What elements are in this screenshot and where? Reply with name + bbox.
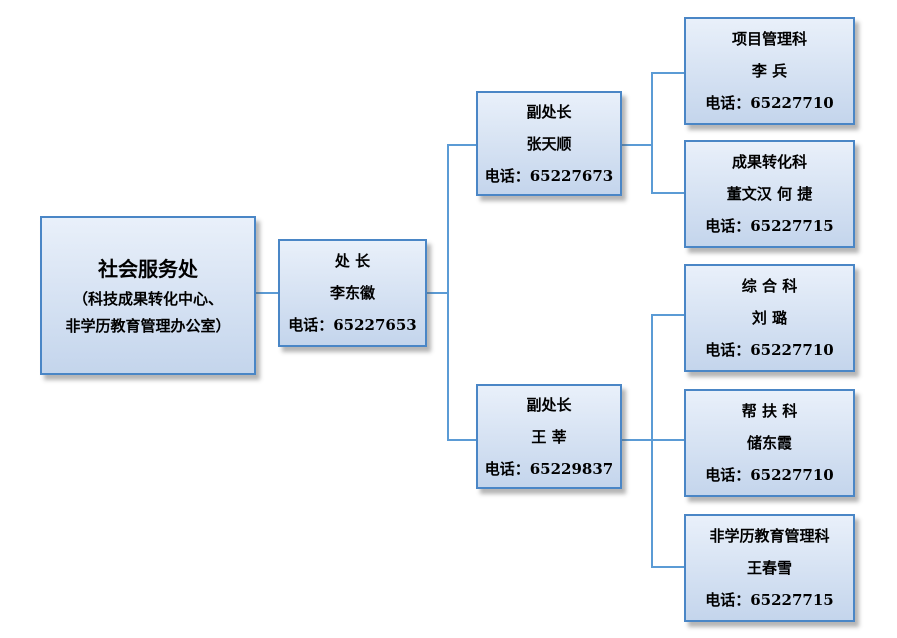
- dept5-phone: 电话：65227715: [705, 591, 834, 609]
- dept3-person: 刘 璐: [751, 309, 788, 327]
- dept2-box: 成果转化科 董文汉 何 捷 电话：65227715: [684, 140, 855, 248]
- deputy1-title: 副处长: [526, 102, 572, 121]
- dept4-phone: 电话：65227710: [705, 466, 834, 484]
- head-phone: 电话：65227653: [288, 316, 417, 334]
- deputy1-person: 张天顺: [526, 134, 572, 153]
- head-title: 处 长: [334, 252, 371, 270]
- dept1-phone: 电话：65227710: [705, 94, 834, 112]
- deputy2-person: 王 莘: [531, 427, 567, 446]
- dept3-box: 综 合 科 刘 璐 电话：65227710: [684, 264, 855, 372]
- root-subtitle-line1: （科技成果转化中心、: [72, 289, 223, 308]
- root-subtitle-line2: 非学历教育管理办公室）: [65, 316, 231, 335]
- dept1-person: 李 兵: [751, 62, 788, 80]
- deputy2-phone: 电话：65229837: [484, 459, 614, 478]
- head-person: 李东徽: [329, 284, 375, 302]
- dept3-title: 综 合 科: [741, 277, 798, 295]
- dept2-title: 成果转化科: [731, 153, 807, 171]
- head-box: 处 长 李东徽 电话：65227653: [278, 239, 427, 347]
- dept5-box: 非学历教育管理科 王春雪 电话：65227715: [684, 514, 855, 622]
- dept4-box: 帮 扶 科 储东霞 电话：65227710: [684, 389, 855, 497]
- dept4-title: 帮 扶 科: [741, 402, 798, 420]
- deputy2-box: 副处长 王 莘 电话：65229837: [476, 384, 622, 489]
- dept1-title: 项目管理科: [731, 30, 807, 48]
- dept4-person: 储东霞: [746, 434, 792, 452]
- dept2-person: 董文汉 何 捷: [726, 185, 813, 203]
- dept2-phone: 电话：65227715: [705, 217, 834, 235]
- dept3-phone: 电话：65227710: [705, 341, 834, 359]
- deputy1-phone: 电话：65227673: [484, 166, 614, 185]
- dept5-person: 王春雪: [746, 559, 792, 577]
- dept5-title: 非学历教育管理科: [709, 527, 830, 545]
- root-org-box: 社会服务处 （科技成果转化中心、 非学历教育管理办公室）: [40, 216, 256, 375]
- root-name: 社会服务处: [98, 256, 198, 281]
- deputy1-box: 副处长 张天顺 电话：65227673: [476, 91, 622, 196]
- dept1-box: 项目管理科 李 兵 电话：65227710: [684, 17, 855, 125]
- deputy2-title: 副处长: [526, 395, 572, 414]
